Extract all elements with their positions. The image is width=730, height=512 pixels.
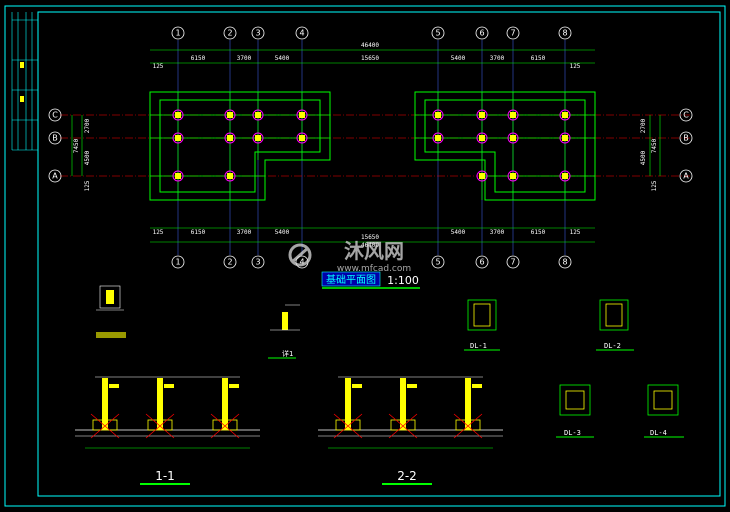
plan-title: 基础平面图 (326, 273, 376, 286)
dl3-label: DL-3 (564, 429, 581, 437)
svg-text:B: B (683, 134, 689, 143)
plan-scale: 1:100 (387, 274, 419, 287)
svg-text:A: A (52, 172, 58, 181)
bottom-dim-6: 6150 (531, 229, 546, 236)
axis-bubble-left-B: B (48, 131, 62, 145)
svg-text:5: 5 (435, 29, 440, 38)
top-edge-left: 125 (153, 63, 164, 70)
top-total-dim: 46400 (361, 42, 379, 49)
watermark-brand: 沐风网 (344, 239, 404, 263)
axis-bubble-bottom-8: 8 (558, 255, 572, 269)
axis-bubble-right-A: A (679, 169, 693, 183)
bottom-dim-4: 5400 (451, 229, 466, 236)
svg-text:4: 4 (299, 29, 304, 38)
svg-text:5: 5 (435, 258, 440, 267)
top-dim-2: 3700 (237, 55, 252, 62)
section-2-2 (318, 376, 503, 449)
detail-1-label: 详1 (282, 349, 293, 358)
bottom-dim-3: 5400 (275, 229, 290, 236)
right-dim-1: 2700 (640, 118, 647, 133)
section-2-2-label: 2-2 (397, 469, 417, 483)
svg-text:C: C (683, 111, 689, 120)
axis-bubble-bottom-5: 5 (431, 255, 445, 269)
dl2-label: DL-2 (604, 342, 621, 350)
svg-text:2: 2 (227, 258, 232, 267)
axis-bubble-bottom-2: 2 (223, 255, 237, 269)
bottom-mid-dim: 15650 (361, 234, 379, 241)
watermark-logo-icon (288, 243, 312, 267)
dl2-section: DL-2 (596, 299, 634, 351)
watermark: 沐风网 www.mfcad.com (288, 239, 411, 274)
top-dim-6: 6150 (531, 55, 546, 62)
dl1-section: DL-1 (464, 299, 500, 351)
axis-bubble-top-5: 5 (431, 26, 445, 40)
dl4-label: DL-4 (650, 429, 667, 437)
detail-column-base (96, 285, 126, 338)
section-1-1-label: 1-1 (155, 469, 175, 483)
svg-text:3: 3 (255, 258, 260, 267)
bottom-edge-left: 125 (153, 229, 164, 236)
svg-text:1: 1 (175, 258, 180, 267)
bottom-dim-1: 6150 (191, 229, 206, 236)
top-dim-5: 3700 (490, 55, 505, 62)
left-dim-4: 125 (84, 180, 91, 191)
title-strip (11, 12, 38, 151)
svg-text:6: 6 (479, 29, 484, 38)
bottom-edge-right: 125 (570, 229, 581, 236)
bottom-total-dim: 46400 (361, 242, 379, 249)
svg-text:4: 4 (299, 258, 304, 267)
top-edge-right: 125 (570, 63, 581, 70)
axis-bubble-bottom-7: 7 (506, 255, 520, 269)
inner-frame (37, 11, 721, 497)
axis-bubble-top-3: 3 (251, 26, 265, 40)
dl3-section: DL-3 (556, 384, 594, 438)
axis-bubble-top-2: 2 (223, 26, 237, 40)
svg-text:1: 1 (175, 29, 180, 38)
axis-bubble-top-8: 8 (558, 26, 572, 40)
axis-bubble-right-C: C (679, 108, 693, 122)
bottom-dim-2: 3700 (237, 229, 252, 236)
right-dim-4: 125 (651, 180, 658, 191)
watermark-url: www.mfcad.com (337, 264, 411, 274)
axis-bubble-top-1: 1 (171, 26, 185, 40)
top-dim-3: 5400 (275, 55, 290, 62)
svg-text:C: C (52, 111, 58, 120)
svg-text:8: 8 (562, 29, 567, 38)
axis-bubble-bottom-6: 6 (475, 255, 489, 269)
svg-text:8: 8 (562, 258, 567, 267)
dl1-label: DL-1 (470, 342, 487, 350)
axis-bubble-right-B: B (679, 131, 693, 145)
svg-text:6: 6 (479, 258, 484, 267)
bottom-dim-5: 3700 (490, 229, 505, 236)
svg-text:A: A (683, 172, 689, 181)
left-dim-1: 2700 (84, 118, 91, 133)
axis-bubble-left-C: C (48, 108, 62, 122)
outer-frame (4, 5, 726, 507)
svg-text:7: 7 (510, 29, 515, 38)
svg-text:3: 3 (255, 29, 260, 38)
top-mid-dim: 15650 (361, 55, 379, 62)
detail-1: 详1 (268, 304, 300, 359)
plan-title-block: 基础平面图 1:100 (321, 271, 420, 289)
axis-bubble-bottom-3: 3 (251, 255, 265, 269)
axis-bubble-top-4: 4 (295, 26, 309, 40)
axis-bubble-bottom-1: 1 (171, 255, 185, 269)
left-dim-2: 4500 (84, 150, 91, 165)
right-dim-2: 4500 (640, 150, 647, 165)
section-1-1 (75, 376, 260, 449)
axis-bubble-top-7: 7 (506, 26, 520, 40)
right-dim-3: 7450 (651, 138, 658, 153)
axis-bubble-left-A: A (48, 169, 62, 183)
svg-text:2: 2 (227, 29, 232, 38)
top-dim-1: 6150 (191, 55, 206, 62)
axis-bubble-top-6: 6 (475, 26, 489, 40)
left-dim-3: 7450 (73, 138, 80, 153)
top-dim-4: 5400 (451, 55, 466, 62)
svg-text:B: B (52, 134, 58, 143)
dl4-section: DL-4 (644, 384, 684, 438)
svg-text:7: 7 (510, 258, 515, 267)
